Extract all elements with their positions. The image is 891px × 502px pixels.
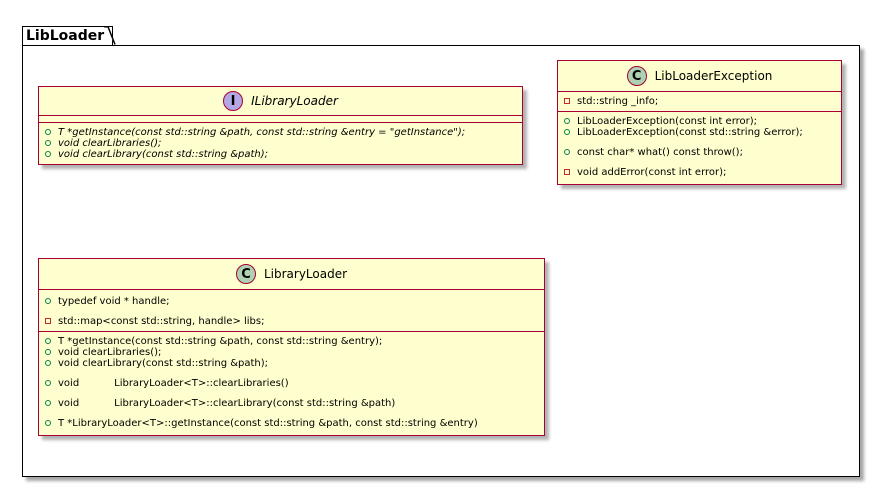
public-visibility-icon xyxy=(564,129,570,135)
method: LibLoaderException(const int error); xyxy=(564,116,841,127)
private-visibility-icon xyxy=(564,169,570,175)
interface-stereotype-icon: I xyxy=(223,91,244,111)
package-tab: LibLoader xyxy=(22,26,114,46)
public-visibility-icon xyxy=(45,298,51,304)
method: void LibraryLoader<T>::clearLibrary(cons… xyxy=(45,398,544,409)
class-name: LibLoaderException xyxy=(654,68,773,83)
public-visibility-icon xyxy=(564,118,570,124)
method: T *getInstance(const std::string &path, … xyxy=(45,127,522,138)
fields-section xyxy=(39,116,522,123)
private-visibility-icon xyxy=(45,318,51,324)
method: void LibraryLoader<T>::clearLibraries() xyxy=(45,378,544,389)
public-visibility-icon xyxy=(45,420,51,426)
public-visibility-icon xyxy=(45,338,51,344)
method: void clearLibrary(const std::string &pat… xyxy=(45,149,522,160)
public-visibility-icon xyxy=(45,360,51,366)
public-visibility-icon xyxy=(45,400,51,406)
method: void addError(const int error); xyxy=(564,167,841,178)
method: const char* what() const throw(); xyxy=(564,147,841,158)
methods-section: T *getInstance(const std::string &path, … xyxy=(39,332,544,435)
public-visibility-icon xyxy=(45,151,51,157)
class-header: I ILibraryLoader xyxy=(39,87,522,116)
method: LibLoaderException(const std::string &er… xyxy=(564,127,841,138)
class-name: ILibraryLoader xyxy=(251,93,338,108)
package-tab-corner xyxy=(104,26,116,45)
field: std::string _info; xyxy=(564,96,841,107)
method: T *getInstance(const std::string &path, … xyxy=(45,336,544,347)
method: void clearLibrary(const std::string &pat… xyxy=(45,358,544,369)
package-name: LibLoader xyxy=(26,28,105,44)
public-visibility-icon xyxy=(45,380,51,386)
method: void clearLibraries(); xyxy=(45,138,522,149)
class-libraryloader[interactable]: C LibraryLoader typedef void * handle; s… xyxy=(38,258,545,436)
methods-section: LibLoaderException(const int error); Lib… xyxy=(558,112,841,184)
public-visibility-icon xyxy=(45,129,51,135)
class-name: LibraryLoader xyxy=(263,266,348,281)
class-stereotype-icon: C xyxy=(626,66,647,86)
class-stereotype-icon: C xyxy=(235,264,256,284)
public-visibility-icon xyxy=(564,149,570,155)
fields-section: typedef void * handle; std::map<const st… xyxy=(39,290,544,332)
class-header: C LibLoaderException xyxy=(558,61,841,92)
private-visibility-icon xyxy=(564,98,570,104)
methods-section: T *getInstance(const std::string &path, … xyxy=(39,123,522,164)
class-ilibraryloader[interactable]: I ILibraryLoader T *getInstance(const st… xyxy=(38,86,523,165)
class-header: C LibraryLoader xyxy=(39,259,544,290)
fields-section: std::string _info; xyxy=(558,92,841,112)
class-libloaderexception[interactable]: C LibLoaderException std::string _info; … xyxy=(557,60,842,185)
field: std::map<const std::string, handle> libs… xyxy=(45,316,544,327)
method: T *LibraryLoader<T>::getInstance(const s… xyxy=(45,418,544,429)
method: void clearLibraries(); xyxy=(45,347,544,358)
field: typedef void * handle; xyxy=(45,296,544,307)
public-visibility-icon xyxy=(45,349,51,355)
public-visibility-icon xyxy=(45,140,51,146)
